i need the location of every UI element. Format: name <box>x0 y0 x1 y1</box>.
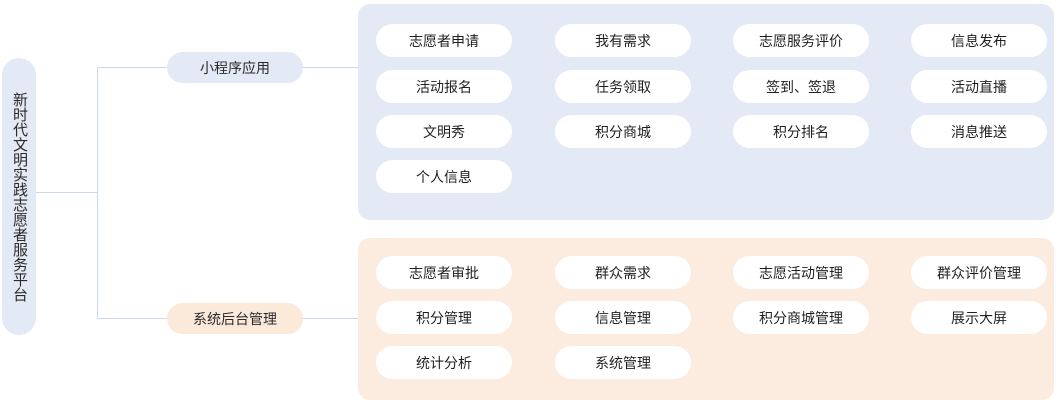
branch-node-mini-program[interactable]: 小程序应用 <box>167 52 303 83</box>
leaf-pill[interactable]: 我有需求 <box>555 24 691 57</box>
leaf-pill[interactable]: 积分商城 <box>555 115 691 148</box>
connector-spine-to-backend-management <box>97 318 167 319</box>
connector-root-to-spine <box>36 192 97 193</box>
leaf-pill[interactable]: 系统管理 <box>555 346 691 379</box>
leaf-pill[interactable]: 志愿者申请 <box>376 24 512 57</box>
leaf-pill[interactable]: 签到、签退 <box>733 70 869 103</box>
leaf-pill[interactable]: 活动报名 <box>376 70 512 103</box>
leaf-pill[interactable]: 积分排名 <box>733 115 869 148</box>
leaf-pill[interactable]: 积分商城管理 <box>733 301 869 334</box>
leaf-pill[interactable]: 群众需求 <box>555 256 691 289</box>
branch-node-backend-management-label: 系统后台管理 <box>193 310 277 327</box>
leaf-pill[interactable]: 消息推送 <box>911 115 1047 148</box>
leaf-pill[interactable]: 群众评价管理 <box>911 256 1047 289</box>
leaf-pill[interactable]: 任务领取 <box>555 70 691 103</box>
leaf-pill[interactable]: 信息管理 <box>555 301 691 334</box>
leaf-pill[interactable]: 活动直播 <box>911 70 1047 103</box>
connector-spine-to-mini-program <box>97 67 167 68</box>
root-node-label: 新时代文明实践志愿者服务平台 <box>10 91 28 302</box>
leaf-pill[interactable]: 统计分析 <box>376 346 512 379</box>
connector-spine <box>97 67 98 319</box>
leaf-pill[interactable]: 文明秀 <box>376 115 512 148</box>
connector-backend-management-to-panel <box>303 318 358 319</box>
leaf-pill[interactable]: 志愿活动管理 <box>733 256 869 289</box>
leaf-pill[interactable]: 志愿服务评价 <box>733 24 869 57</box>
leaf-pill[interactable]: 积分管理 <box>376 301 512 334</box>
branch-node-mini-program-label: 小程序应用 <box>200 59 270 76</box>
leaf-pill[interactable]: 志愿者审批 <box>376 256 512 289</box>
connector-mini-program-to-panel <box>303 67 358 68</box>
leaf-pill[interactable]: 展示大屏 <box>911 301 1047 334</box>
leaf-pill[interactable]: 信息发布 <box>911 24 1047 57</box>
leaf-pill[interactable]: 个人信息 <box>376 160 512 193</box>
branch-node-backend-management[interactable]: 系统后台管理 <box>167 303 303 334</box>
root-node[interactable]: 新时代文明实践志愿者服务平台 <box>2 58 36 335</box>
